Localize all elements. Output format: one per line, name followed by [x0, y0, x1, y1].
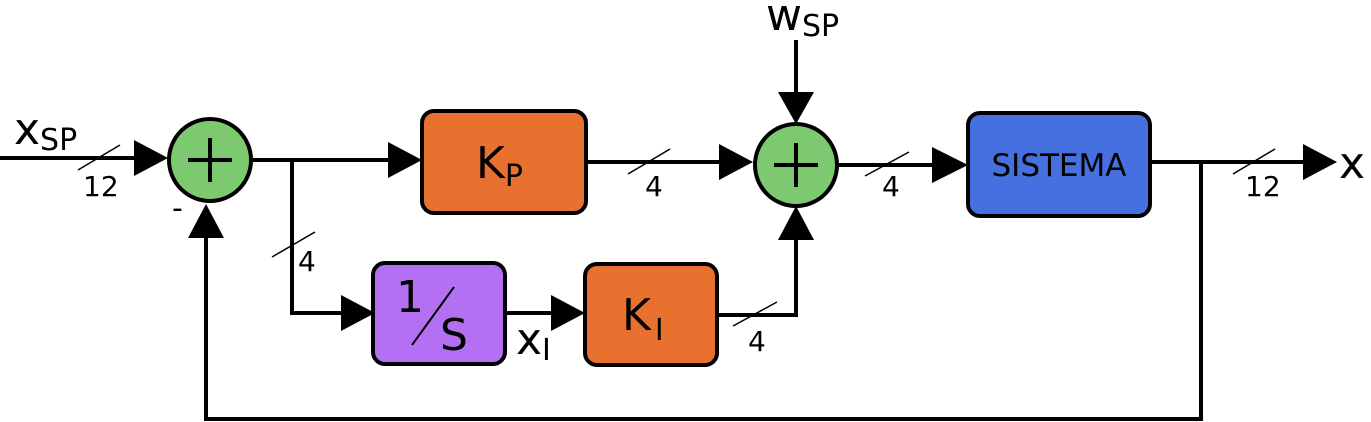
sum-junction-2 — [753, 122, 839, 208]
kp-out-bus-hash — [627, 148, 671, 175]
kp-gain-block: KP — [420, 109, 588, 215]
output-bus-width: 12 — [1245, 170, 1281, 203]
reference-signal-label: xSP — [14, 104, 77, 158]
system-input-arrowhead — [932, 147, 968, 183]
ki-input-arrowhead — [551, 295, 585, 331]
integral-branch-wire — [290, 160, 346, 315]
kp-gain-label: KP — [476, 138, 523, 194]
output-arrowhead — [1303, 144, 1337, 180]
ki-out-bus-hash — [732, 301, 778, 327]
integrator-block: 1 S — [371, 261, 507, 366]
sum2-bottom-arrowhead — [778, 206, 814, 240]
integrator-input-arrowhead — [341, 295, 375, 331]
system-block: SISTEMA — [966, 111, 1152, 218]
output-signal-label: x — [1339, 138, 1365, 189]
feedback-wire — [204, 162, 1203, 421]
sum2-out-bus-hash — [864, 151, 910, 177]
kp-input-arrowhead — [388, 142, 422, 178]
fraction-slash — [411, 286, 455, 346]
output-bus-hash — [1232, 148, 1276, 175]
integrator-denominator: S — [440, 310, 468, 361]
input-arrowhead — [134, 140, 168, 176]
integral-branch-bus-width: 4 — [298, 245, 316, 278]
integrator-numerator: 1 — [396, 272, 424, 323]
input-bus-hash — [77, 144, 121, 171]
disturbance-signal-label: wSP — [766, 0, 839, 44]
input-bus-width: 12 — [83, 170, 119, 203]
system-label: SISTEMA — [992, 148, 1127, 184]
sum2-left-arrowhead — [719, 144, 753, 180]
ki-out-bus-width: 4 — [748, 325, 766, 358]
integral-branch-bus-hash — [271, 231, 316, 258]
integral-state-label: xI — [516, 314, 551, 368]
sum2-top-arrowhead — [778, 92, 814, 124]
kp-out-bus-width: 4 — [645, 170, 663, 203]
feedback-minus-sign: - — [172, 191, 183, 226]
ki-to-sum2-wire — [717, 237, 798, 317]
sum2-out-bus-width: 4 — [882, 170, 900, 203]
sum-junction-1 — [167, 117, 253, 203]
feedback-arrowhead — [188, 204, 224, 238]
